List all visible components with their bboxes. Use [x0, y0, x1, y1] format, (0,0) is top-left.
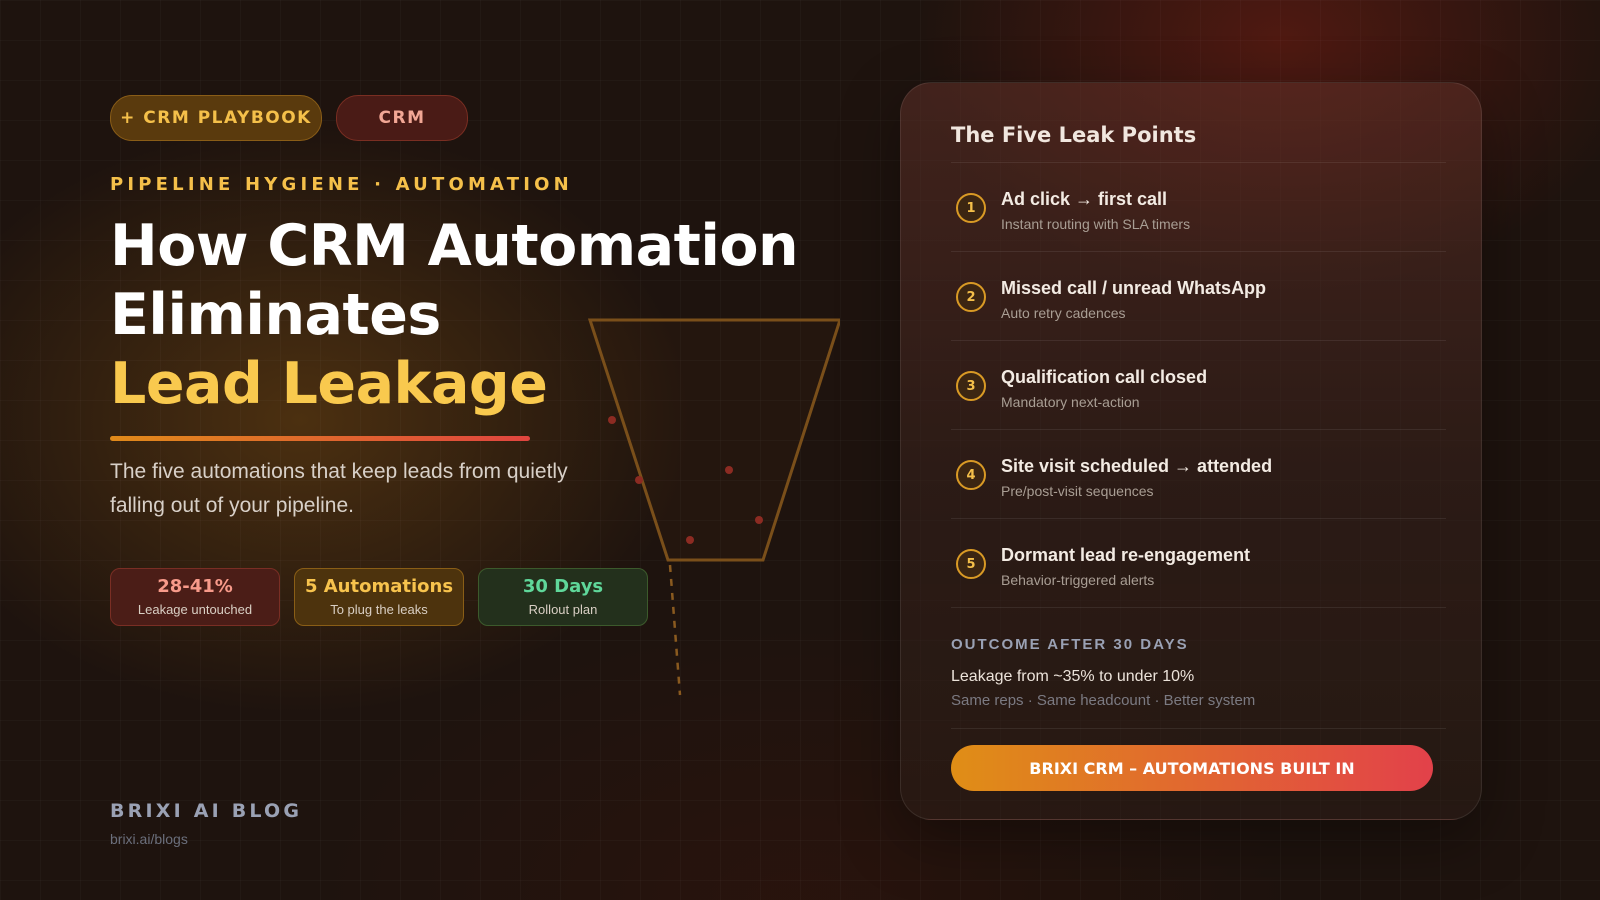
headline-accent: Lead Leakage: [110, 351, 548, 417]
stat-label: To plug the leaks: [330, 602, 428, 617]
list-item: 2 Missed call / unread WhatsApp Auto ret…: [951, 252, 1446, 341]
stat-rollout: 30 Days Rollout plan: [478, 568, 648, 626]
leak-dot: [725, 466, 733, 474]
step-number-badge: 1: [956, 193, 986, 223]
stat-automations: 5 Automations To plug the leaks: [294, 568, 464, 626]
stat-value: 28-41%: [157, 576, 233, 597]
funnel-outline: [587, 318, 840, 562]
funnel-illustration: [587, 318, 840, 696]
step-number-badge: 3: [956, 371, 986, 401]
step-number-badge: 4: [956, 460, 986, 490]
list-item: 1 Ad click → first call Instant routing …: [951, 163, 1446, 252]
step-number-badge: 5: [956, 549, 986, 579]
footer-url[interactable]: brixi.ai/blogs: [110, 831, 188, 847]
headline-line-2: Eliminates: [110, 282, 441, 348]
stat-leakage: 28-41% Leakage untouched: [110, 568, 280, 626]
leak-description: Instant routing with SLA timers: [1001, 216, 1191, 232]
leak-points-card: The Five Leak Points 1 Ad click → first …: [900, 82, 1482, 820]
card-title: The Five Leak Points: [951, 123, 1197, 147]
kicker: PIPELINE HYGIENE · AUTOMATION: [110, 174, 573, 195]
leak-description: Behavior-triggered alerts: [1001, 572, 1155, 588]
leak-points-list: 1 Ad click → first call Instant routing …: [951, 163, 1446, 608]
footer-brand: BRIXI AI BLOG: [110, 800, 303, 822]
leak-description: Mandatory next-action: [1001, 394, 1140, 410]
list-item: 4 Site visit scheduled → attended Pre/po…: [951, 430, 1446, 519]
card-divider: [951, 162, 1446, 163]
list-item: 5 Dormant lead re-engagement Behavior-tr…: [951, 519, 1446, 608]
step-number-badge: 2: [956, 282, 986, 312]
outcome-sub: Same reps · Same headcount · Better syst…: [951, 692, 1256, 709]
leak-title: Qualification call closed: [1001, 367, 1208, 387]
cta-button[interactable]: BRIXI CRM – AUTOMATIONS BUILT IN: [951, 745, 1433, 791]
leak-description: Auto retry cadences: [1001, 305, 1126, 321]
outcome-label: OUTCOME AFTER 30 DAYS: [951, 636, 1189, 653]
funnel-drip-line: [668, 564, 682, 696]
headline-line-1: How CRM Automation: [110, 213, 799, 279]
outcome-main: Leakage from ~35% to under 10%: [951, 668, 1195, 685]
stat-value: 30 Days: [522, 576, 604, 597]
leak-dot: [686, 536, 694, 544]
leak-title: Missed call / unread WhatsApp: [1001, 278, 1267, 298]
headline-underline: [110, 436, 530, 441]
leak-title: Ad click → first call: [1001, 189, 1168, 209]
leak-dot: [635, 476, 643, 484]
tag-crm-playbook[interactable]: + CRM PLAYBOOK: [110, 95, 322, 141]
page-title: How CRM Automation Eliminates Lead Leaka…: [110, 212, 799, 419]
leak-dot: [755, 516, 763, 524]
tag-crm-playbook-label: + CRM PLAYBOOK: [120, 108, 312, 128]
stat-label: Rollout plan: [528, 602, 598, 617]
list-item: 3 Qualification call closed Mandatory ne…: [951, 341, 1446, 430]
leak-dot: [608, 416, 616, 424]
leak-title: Dormant lead re-engagement: [1001, 545, 1251, 565]
card-divider: [951, 728, 1446, 729]
stat-value: 5 Automations: [304, 576, 454, 597]
leak-description: Pre/post-visit sequences: [1001, 483, 1154, 499]
tag-crm-label: CRM: [378, 108, 426, 128]
leak-title: Site visit scheduled → attended: [1001, 456, 1273, 476]
subheadline: The five automations that keep leads fro…: [110, 460, 568, 517]
stat-label: Leakage untouched: [137, 602, 253, 617]
tag-crm[interactable]: CRM: [336, 95, 468, 141]
